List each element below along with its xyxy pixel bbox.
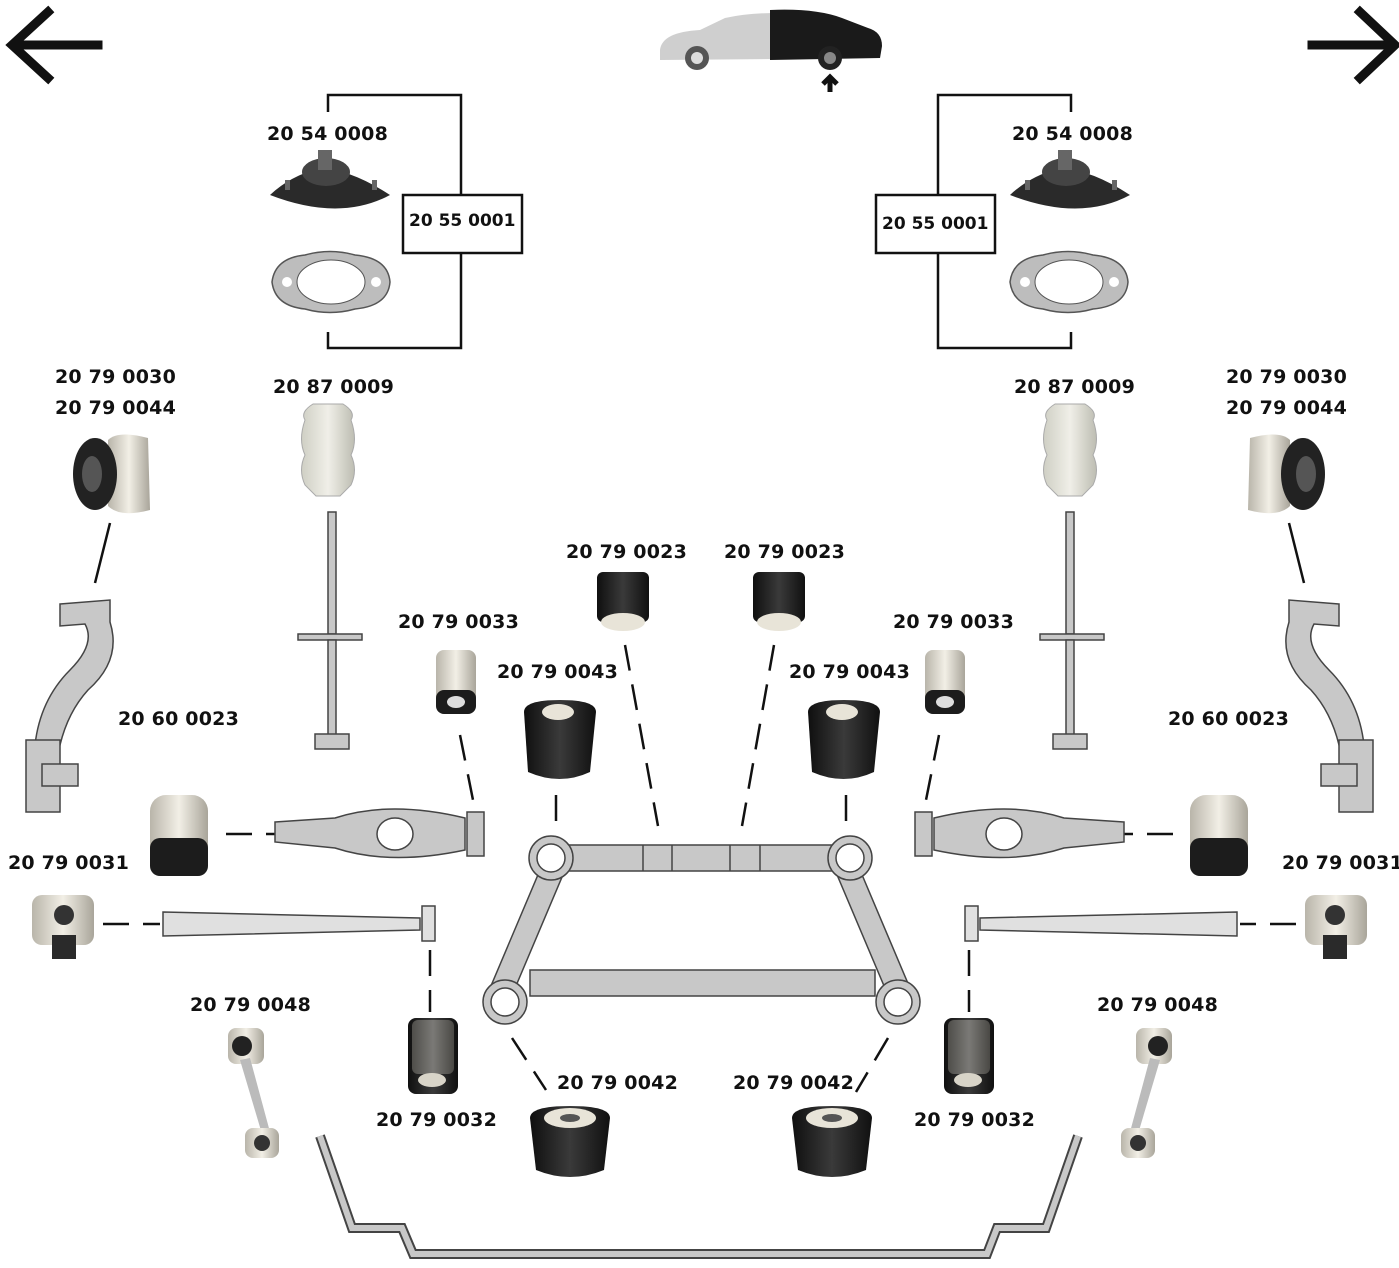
- kit-box-left[interactable]: [401, 193, 524, 255]
- label-bump-stop-left[interactable]: 20 87 0009: [273, 376, 394, 398]
- label-kit-left[interactable]: 20 55 0001: [409, 211, 516, 231]
- shock-absorber-right[interactable]: [1039, 511, 1105, 750]
- kit-box-right[interactable]: [874, 193, 997, 255]
- bush-0042-left[interactable]: [530, 1106, 610, 1177]
- gasket-right[interactable]: [1009, 250, 1129, 314]
- arrow-left-icon[interactable]: [5, 5, 103, 85]
- bush-0032-left[interactable]: [408, 1018, 458, 1094]
- car-rear-axle-icon: [660, 9, 882, 92]
- top-mount-right[interactable]: [1010, 150, 1130, 209]
- bush-0030-right[interactable]: [1248, 434, 1325, 514]
- label-knuckle-left[interactable]: 20 60 0023: [118, 708, 239, 730]
- control-arm-right[interactable]: [914, 808, 1125, 859]
- label-bush-0031-right[interactable]: 20 79 0031: [1282, 852, 1399, 874]
- label-bush-upper-left-b[interactable]: 20 79 0044: [55, 397, 176, 419]
- stabilizer-link-right[interactable]: [1121, 1028, 1172, 1158]
- label-bush-0033-right[interactable]: 20 79 0033: [893, 611, 1014, 633]
- anti-roll-bar[interactable]: [315, 1134, 1083, 1259]
- stabilizer-link-left[interactable]: [228, 1028, 279, 1158]
- control-arm-left[interactable]: [274, 808, 485, 859]
- bush-0030-left[interactable]: [73, 434, 150, 514]
- bush-0023-left[interactable]: [597, 572, 649, 631]
- top-mount-left[interactable]: [270, 150, 390, 209]
- label-link-right[interactable]: 20 79 0048: [1097, 994, 1218, 1016]
- lower-link-left[interactable]: [162, 905, 436, 942]
- lower-link-right[interactable]: [964, 905, 1238, 942]
- label-knuckle-right[interactable]: 20 60 0023: [1168, 708, 1289, 730]
- label-bush-0031-left[interactable]: 20 79 0031: [8, 852, 129, 874]
- gasket-left[interactable]: [271, 250, 391, 314]
- bush-0043-right[interactable]: [808, 700, 880, 779]
- wheel-knuckle-left[interactable]: [25, 599, 114, 813]
- label-bush-0043-right[interactable]: 20 79 0043: [789, 661, 910, 683]
- bush-0031-right[interactable]: [1305, 895, 1367, 959]
- bush-0043-left[interactable]: [524, 700, 596, 779]
- label-bush-0042-left[interactable]: 20 79 0042: [557, 1072, 678, 1094]
- bush-0033-left[interactable]: [436, 650, 476, 714]
- label-bush-upper-right-a[interactable]: 20 79 0030: [1226, 366, 1347, 388]
- arm-bush-left[interactable]: [150, 795, 208, 876]
- rear-subframe[interactable]: [482, 835, 921, 1025]
- bump-stop-left[interactable]: [301, 403, 355, 497]
- strut-kit-bracket-left: [326, 93, 463, 350]
- bush-0031-left[interactable]: [32, 895, 94, 959]
- arm-bush-right[interactable]: [1190, 795, 1248, 876]
- label-bush-0043-left[interactable]: 20 79 0043: [497, 661, 618, 683]
- leader-lines: [93, 522, 1306, 584]
- arrow-right-icon[interactable]: [1307, 5, 1399, 85]
- label-bush-0032-right[interactable]: 20 79 0032: [914, 1109, 1035, 1131]
- bush-0042-right[interactable]: [792, 1106, 872, 1177]
- label-top-mount-left[interactable]: 20 54 0008: [267, 123, 388, 145]
- label-bush-0042-right[interactable]: 20 79 0042: [733, 1072, 854, 1094]
- bush-0032-right[interactable]: [944, 1018, 994, 1094]
- strut-kit-bracket-right: [936, 93, 1073, 350]
- label-bush-0032-left[interactable]: 20 79 0032: [376, 1109, 497, 1131]
- label-bush-upper-left-a[interactable]: 20 79 0030: [55, 366, 176, 388]
- label-bump-stop-right[interactable]: 20 87 0009: [1014, 376, 1135, 398]
- label-kit-right[interactable]: 20 55 0001: [882, 214, 989, 234]
- label-bush-0023-left[interactable]: 20 79 0023: [566, 541, 687, 563]
- bush-0023-right[interactable]: [753, 572, 805, 631]
- label-bush-0023-right[interactable]: 20 79 0023: [724, 541, 845, 563]
- bump-stop-right[interactable]: [1043, 403, 1097, 497]
- wheel-knuckle-right[interactable]: [1285, 599, 1374, 813]
- label-link-left[interactable]: 20 79 0048: [190, 994, 311, 1016]
- shock-absorber-left[interactable]: [297, 511, 363, 750]
- label-top-mount-right[interactable]: 20 54 0008: [1012, 123, 1133, 145]
- label-bush-0033-left[interactable]: 20 79 0033: [398, 611, 519, 633]
- bush-0033-right[interactable]: [925, 650, 965, 714]
- label-bush-upper-right-b[interactable]: 20 79 0044: [1226, 397, 1347, 419]
